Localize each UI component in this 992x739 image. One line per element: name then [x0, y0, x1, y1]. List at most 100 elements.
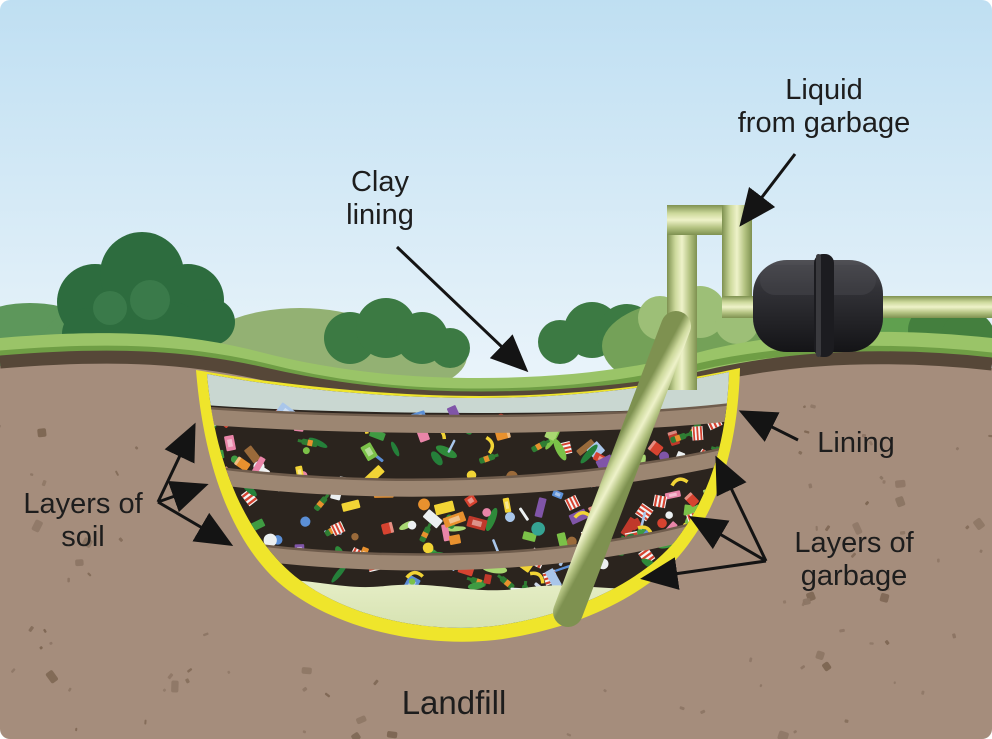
soil-speckle: [850, 552, 857, 558]
garbage-item: [466, 515, 488, 531]
label-liquid-from-garbage: Liquid from garbage: [699, 74, 949, 140]
garbage-item: [419, 522, 432, 543]
garbage-item: [684, 491, 699, 507]
soil-speckle: [603, 689, 607, 693]
garbage-item: [431, 451, 443, 466]
soil-speckle: [803, 405, 806, 409]
garbage-item: [441, 524, 451, 542]
garbage-item: [691, 426, 704, 441]
soil-speckle: [87, 572, 92, 577]
soil-speckle: [67, 577, 70, 583]
soil-speckle: [118, 537, 124, 542]
garbage-item: [657, 518, 667, 529]
arrow-garbage-3: [640, 557, 767, 590]
arrow-soil-1: [156, 422, 196, 503]
garbage-item: [505, 512, 515, 523]
soil-speckle: [815, 650, 825, 660]
soil-speckle: [801, 601, 806, 607]
soil-speckle: [31, 519, 43, 533]
garbage-item: [545, 568, 562, 589]
garbage-item: [381, 521, 395, 535]
garbage-item: [331, 563, 347, 583]
soil-speckle: [861, 433, 867, 438]
garbage-item: [330, 521, 346, 537]
label-line: Layers of: [794, 527, 914, 559]
soil-speckle: [895, 496, 906, 508]
label-line: lining: [346, 198, 414, 231]
soil-speckle: [893, 681, 896, 685]
soil-speckle: [115, 470, 119, 476]
soil-speckle: [852, 522, 863, 535]
garbage-item: [464, 494, 478, 508]
label-line: from garbage: [737, 106, 911, 139]
soil-speckle: [373, 679, 379, 686]
garbage-item: [422, 509, 443, 529]
soil-speckle: [815, 525, 818, 531]
soil-speckle: [301, 667, 312, 675]
soil-speckle: [203, 632, 209, 637]
soil-speckle: [162, 688, 167, 692]
soil-speckle: [921, 690, 925, 695]
label-clay-lining: Clay lining: [300, 166, 460, 232]
soil-speckle: [167, 673, 174, 680]
arrow-garbage-1: [715, 455, 768, 562]
soil-speckle: [11, 668, 16, 673]
soil-speckle: [302, 686, 308, 692]
collection-tank: [753, 254, 883, 357]
soil-speckle: [804, 430, 810, 434]
soil-speckle: [798, 450, 803, 455]
soil-speckle: [302, 730, 307, 734]
garbage-item: [351, 533, 359, 541]
soil-speckle: [879, 475, 884, 480]
soil-speckle: [973, 517, 985, 530]
soil-speckles: [0, 404, 992, 739]
soil-speckle: [700, 709, 706, 714]
label-line: Landfill: [401, 684, 507, 721]
soil-speckle: [844, 719, 849, 723]
garbage-item: [556, 532, 568, 548]
garbage-item: [244, 445, 261, 464]
garbage-item: [314, 493, 330, 512]
soil-speckle: [41, 480, 47, 487]
soil-speckle: [952, 633, 957, 639]
soil-speckle: [965, 525, 970, 530]
garbage-item: [407, 520, 417, 530]
garbage-item: [522, 531, 537, 542]
label-line: soil: [61, 520, 105, 553]
garbage-item: [482, 508, 492, 517]
soil-speckle: [839, 628, 845, 633]
garbage-item: [251, 456, 266, 476]
soil-speckle: [75, 559, 84, 567]
garbage-item: [664, 490, 681, 500]
soil-speckle: [171, 680, 179, 693]
garbage-item: [519, 507, 529, 521]
garbage-item: [564, 494, 581, 511]
soil-speckle: [825, 525, 831, 532]
garbage-item: [639, 511, 646, 530]
soil-speckle: [979, 549, 983, 553]
garbage-item: [433, 500, 455, 516]
arrow-garbage-2: [688, 515, 767, 563]
label-layers-of-soil: Layers of soil: [3, 488, 163, 554]
soil-speckle: [68, 687, 72, 692]
garbage-item: [652, 494, 668, 509]
arrow-clay-lining: [395, 245, 529, 373]
garbage-item: [496, 574, 515, 590]
garbage-item: [405, 570, 424, 579]
soil-speckle: [30, 473, 34, 476]
arrow-liquid-from-garbage: [739, 153, 797, 227]
garbage-item: [390, 441, 400, 457]
garbage-item: [302, 447, 310, 455]
garbage-item: [551, 489, 564, 500]
garbage-item: [531, 522, 545, 536]
garbage-item: [670, 432, 691, 443]
garbage-item: [483, 574, 492, 585]
soil-speckle: [886, 587, 890, 591]
soil-speckle: [45, 670, 58, 684]
garbage-item: [442, 511, 467, 528]
garbage-item: [647, 440, 664, 456]
soil-speckle: [324, 692, 331, 698]
label-line: Layers of: [23, 488, 143, 520]
